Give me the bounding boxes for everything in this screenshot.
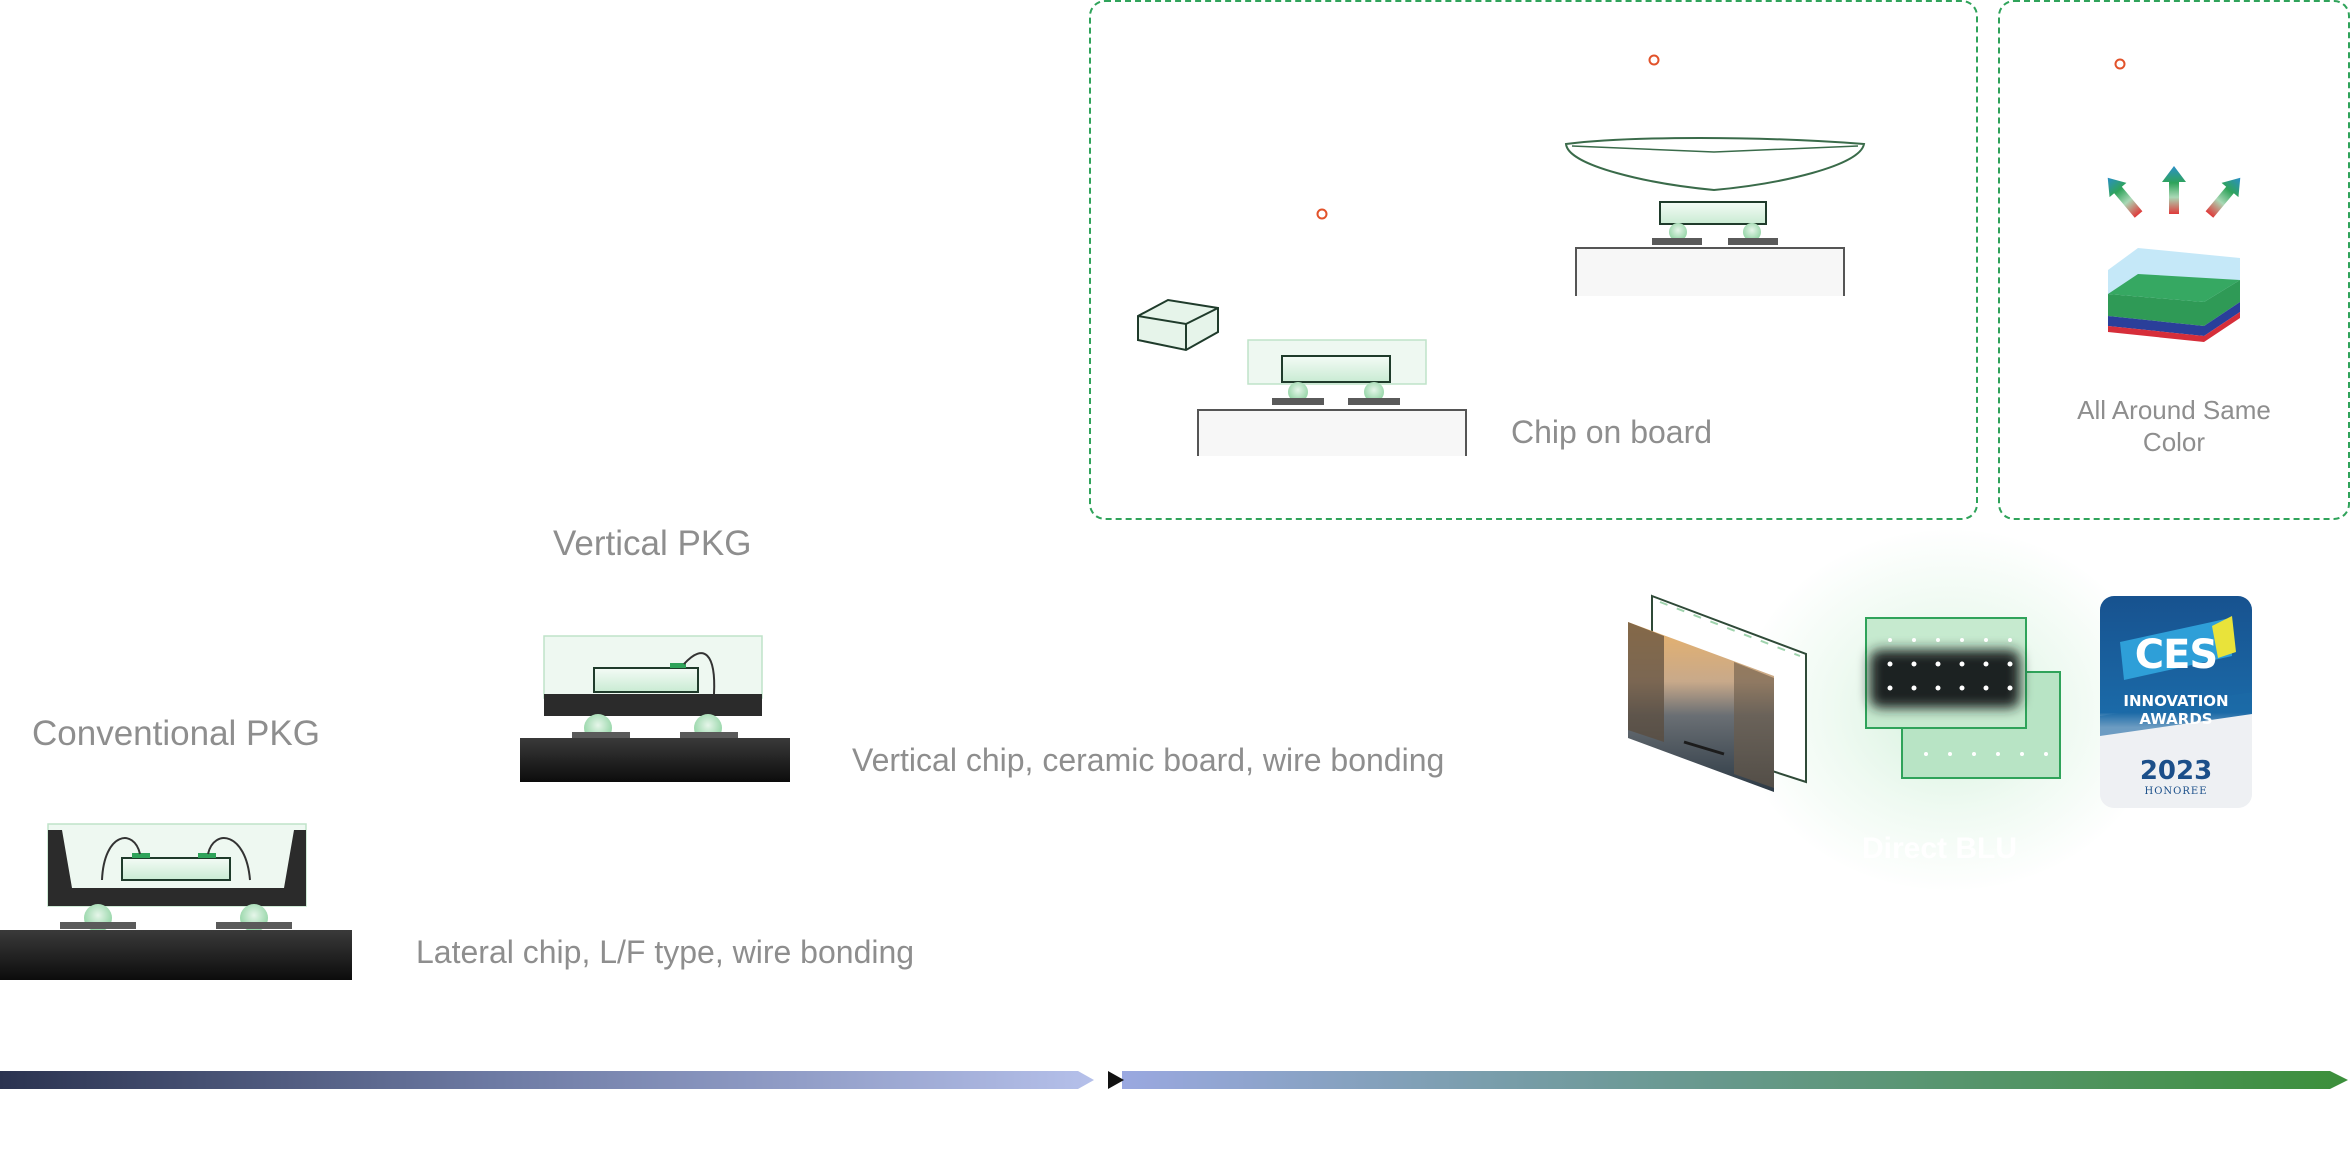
same-color-panel <box>1998 0 2350 520</box>
marker-dot-2 <box>1648 54 1660 66</box>
conventional-pkg-title: Conventional PKG <box>32 714 320 753</box>
ces-innovation-line: INNOVATION AWARDS <box>2100 692 2252 728</box>
ces-line2: AWARDS <box>2139 710 2213 728</box>
vertical-pkg-description: Vertical chip, ceramic board, wire bondi… <box>852 742 1445 778</box>
direct-blu-label: Direct BLU <box>1862 832 2018 865</box>
marker-dot-1 <box>1316 208 1328 220</box>
tv-panel-icon <box>1628 594 1807 792</box>
led-array-icon <box>1865 617 2061 779</box>
same-color-title: All Around Same Color <box>2077 395 2271 457</box>
chip-on-board-icon <box>1197 339 1467 456</box>
conventional-package-icon <box>0 823 352 980</box>
vertical-package-icon <box>520 635 790 782</box>
layered-chip-icon <box>2108 248 2240 342</box>
lens-chip-on-board-icon <box>1564 137 1866 296</box>
timeline-bar-left <box>0 1071 1094 1089</box>
ces-badge-icon: CES INNOVATION AWARDS 2023 HONOREE <box>2100 596 2252 808</box>
light-arrows-icon <box>2107 166 2241 218</box>
ces-line1: INNOVATION <box>2123 692 2229 710</box>
marker-dot-3 <box>2114 58 2126 70</box>
timeline-bar-right <box>1108 1071 2348 1089</box>
chip-on-board-title: Chip on board <box>1511 414 1713 450</box>
ces-year: 2023 <box>2139 756 2213 786</box>
conventional-pkg-description: Lateral chip, L/F type, wire bonding <box>416 934 915 970</box>
ces-brand: CES <box>2134 632 2219 678</box>
ces-honoree: HONOREE <box>2144 786 2208 797</box>
ces-badge-shapes <box>2100 616 2252 808</box>
vertical-pkg-title: Vertical PKG <box>553 524 752 563</box>
chip-on-board-panel <box>1089 0 1978 520</box>
chip-cube-icon <box>1137 298 1219 352</box>
